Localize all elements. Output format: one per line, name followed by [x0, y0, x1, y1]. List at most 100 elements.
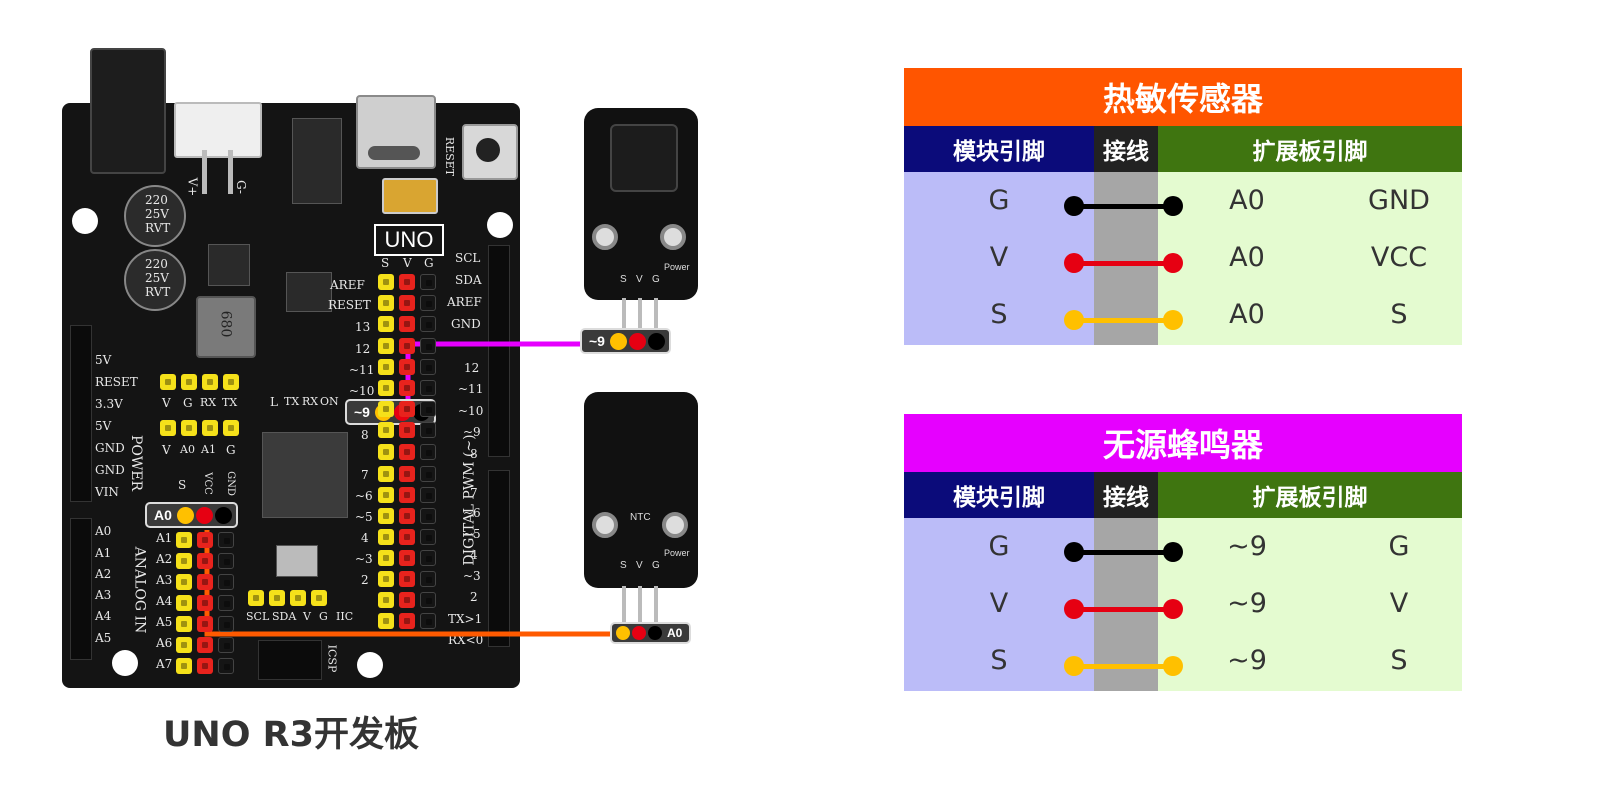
atmega-chip: [262, 432, 348, 518]
header-pin: [378, 529, 394, 545]
analog-header-label: A1: [201, 443, 216, 456]
header-pin: [399, 359, 415, 375]
col-module: [904, 172, 1094, 345]
analog-pin-label: A3: [95, 588, 112, 602]
wire-end: [1064, 310, 1084, 330]
uno-label: UNO: [374, 224, 444, 256]
inner-num: ~10: [349, 384, 375, 398]
analog-row-label: A7: [156, 657, 173, 671]
cell-board: A0: [1229, 242, 1265, 273]
mount-hole: [72, 208, 98, 234]
header-module-pin: 模块引脚: [904, 472, 1094, 518]
header-pin: [218, 553, 234, 569]
header-pin: [420, 380, 436, 396]
cell-board2: GND: [1368, 185, 1430, 216]
header-pin: [420, 571, 436, 587]
header-pin: [399, 592, 415, 608]
mount-hole: [112, 650, 138, 676]
header-pin: [420, 550, 436, 566]
header-pin: [181, 420, 197, 436]
wire-end: [1163, 542, 1183, 562]
black-dot: [214, 506, 232, 524]
wire-end: [1163, 656, 1183, 676]
analog-pin-label: A4: [95, 609, 112, 623]
digital-col-label: S: [381, 256, 390, 270]
module2-pin: [654, 586, 658, 626]
module1-pin: [638, 298, 642, 330]
analog-col-label: S: [178, 478, 187, 492]
header-pin: [399, 338, 415, 354]
header-pin: [420, 592, 436, 608]
header-pin: [248, 590, 264, 606]
board-caption: UNO R3开发板: [163, 715, 419, 755]
header-pin: [218, 574, 234, 590]
header-pin: [378, 380, 394, 396]
table-title: 无源蜂鸣器: [904, 414, 1462, 472]
module2-pin-g: G: [652, 560, 660, 571]
right-top-pin-label: SDA: [455, 273, 482, 287]
power-pin-label: GND: [95, 463, 125, 477]
cell-board: ~9: [1227, 531, 1267, 562]
red-dot: [632, 626, 646, 640]
usb-chip: [292, 118, 342, 204]
tag-text: ~9: [589, 333, 605, 349]
header-pin: [378, 592, 394, 608]
header-pin: [378, 444, 394, 460]
power-pin-label: 3.3V: [95, 397, 123, 411]
analog-row-label: A2: [156, 552, 173, 566]
module-hole: [662, 512, 688, 538]
header-pin: [399, 571, 415, 587]
aref-label: AREF: [330, 278, 365, 292]
header-wiring: 接线: [1094, 126, 1158, 172]
yellow-dot: [616, 626, 630, 640]
right-top-pin-label: GND: [451, 317, 481, 331]
right-pin-label2: 2: [470, 590, 478, 604]
inner-num: 2: [361, 573, 369, 587]
led-label: TX: [284, 395, 300, 408]
led-label: ON: [320, 395, 339, 408]
analog-pin-label: A1: [95, 546, 112, 560]
col-board: [1158, 518, 1462, 691]
header-pin: [202, 374, 218, 390]
analog-pin-label: A0: [95, 524, 112, 538]
module2-pin: [622, 586, 626, 626]
header-pin: [399, 508, 415, 524]
module1-pin-v: V: [636, 274, 643, 285]
iic-label: SDA: [272, 610, 297, 623]
tag-a0-board: A0: [145, 502, 238, 528]
cap1-line3: RVT: [145, 221, 171, 235]
header-pin: [197, 574, 213, 590]
inner-num: 8: [361, 428, 369, 442]
iic-label: IIC: [336, 610, 354, 623]
analog-header-label: G: [226, 443, 236, 457]
regulator-chip: [208, 244, 250, 286]
thermistor-module: [584, 392, 698, 588]
header-pin: [378, 295, 394, 311]
cell-module: G: [988, 531, 1010, 562]
tag-text: A0: [154, 507, 172, 523]
module2-pin: [638, 586, 642, 626]
digital-header-bottom: [488, 470, 510, 647]
wire-end: [1163, 253, 1183, 273]
header-pin: [197, 532, 213, 548]
module2-power: Power: [664, 548, 690, 558]
table-title: 热敏传感器: [904, 68, 1462, 126]
iic-label: G: [319, 610, 328, 623]
connector-pin: [228, 150, 233, 194]
header-pin: [176, 658, 192, 674]
wire-line: [1075, 664, 1173, 669]
header-pin: [378, 550, 394, 566]
header-pin: [181, 374, 197, 390]
header-pin: [420, 487, 436, 503]
cell-board: ~9: [1227, 645, 1267, 676]
power-connector: [174, 102, 262, 158]
power-pin-label: GND: [95, 441, 125, 455]
inner-num: 13: [355, 320, 371, 334]
header-pin: [378, 466, 394, 482]
wire-line: [1075, 204, 1173, 209]
right-pin-label2: 4: [470, 548, 478, 562]
header-module-pin: 模块引脚: [904, 126, 1094, 172]
buzzer-body: [610, 124, 678, 192]
table-buzzer: 无源蜂鸣器 模块引脚 接线 扩展板引脚 G ~9 G V ~9 V S ~9 S: [904, 414, 1462, 691]
cell-board: ~9: [1227, 588, 1267, 619]
